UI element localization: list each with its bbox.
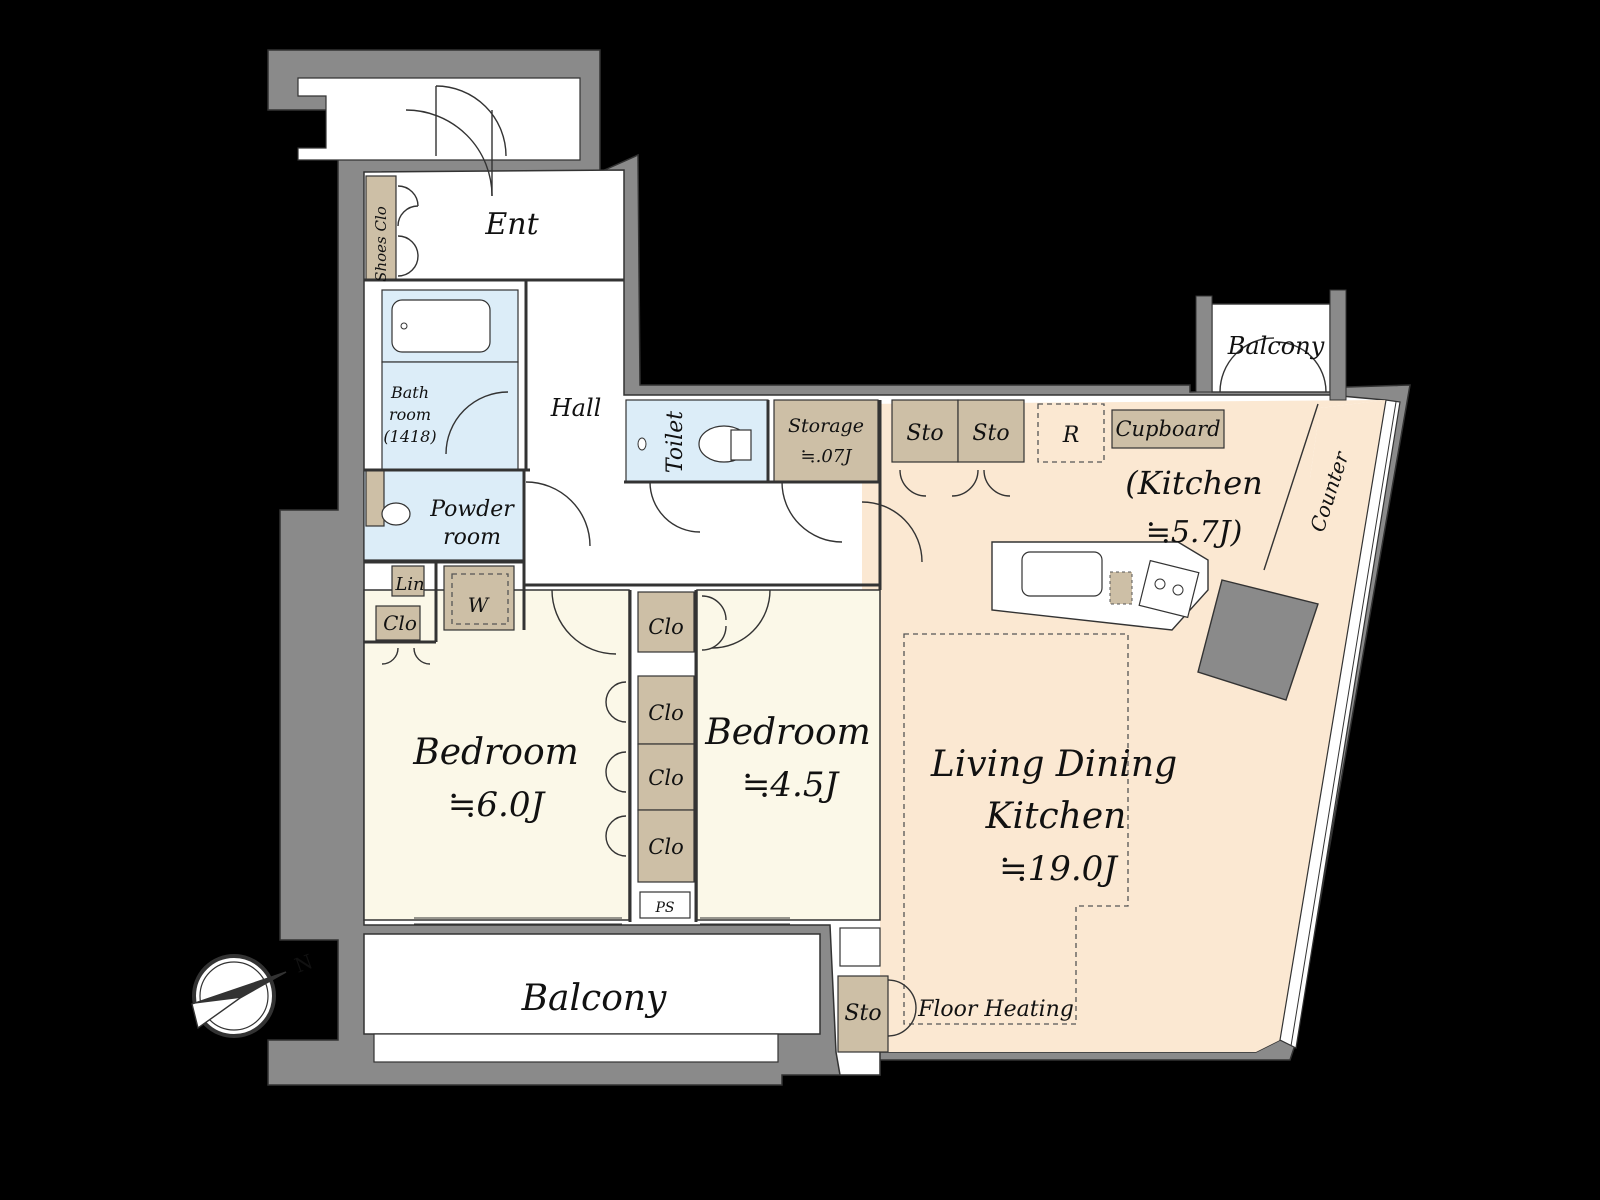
label-lin: Lin	[394, 574, 424, 595]
cooktop	[1138, 559, 1200, 619]
kitchen-sink	[1021, 551, 1103, 597]
label-storage-1: Storage	[788, 415, 864, 437]
label-ldk-2: Kitchen	[985, 796, 1127, 837]
burner-icon	[1154, 578, 1166, 590]
floor-heating-zone	[903, 633, 1129, 1025]
balcony-ledge	[373, 1033, 779, 1063]
label-ldk-3: ≒19.0J	[999, 849, 1119, 889]
label-ldk-1: Living Dining	[930, 744, 1177, 785]
structural-pillar	[1197, 579, 1319, 701]
entry-porch	[297, 77, 581, 161]
label-balcony-small: Balcony	[1227, 332, 1325, 360]
label-floor-heating: Floor Heating	[917, 997, 1074, 1022]
bathroom-floor	[381, 361, 519, 471]
label-powder-2: room	[443, 525, 501, 550]
label-sto-1: Sto	[906, 421, 943, 446]
counter-edge	[1263, 403, 1319, 571]
label-shoes-clo: Shoes Clo	[372, 206, 390, 282]
label-clo-3: Clo	[648, 701, 683, 725]
toilet-tank	[730, 429, 752, 461]
label-toilet: Toilet	[663, 411, 688, 473]
bedroom-2-floor	[696, 589, 881, 921]
powder-sink	[381, 502, 411, 526]
label-storage-2: ≒.07J	[801, 446, 854, 467]
label-cupboard: Cupboard	[1115, 417, 1220, 441]
bedroom-1-floor	[363, 589, 630, 921]
burner-icon	[1172, 584, 1184, 596]
compass-inner-ring	[199, 961, 269, 1031]
window-line	[1290, 401, 1397, 1047]
label-hall: Hall	[550, 394, 602, 422]
compass-needle-dark-icon	[192, 972, 286, 1004]
label-bedroom-2-size: ≒4.5J	[742, 765, 841, 805]
doors	[381, 85, 1327, 1037]
label-bedroom-2: Bedroom	[704, 712, 871, 753]
label-clo-2: Clo	[648, 615, 683, 639]
south-windows	[414, 917, 790, 925]
washer-space	[451, 573, 509, 625]
interior-walls	[364, 278, 882, 922]
label-clo-1: Clo	[383, 611, 417, 635]
small-balcony-wall	[1195, 295, 1213, 393]
label-kitchen-1: (Kitchen	[1125, 464, 1263, 502]
label-bath-3: (1418)	[383, 427, 436, 446]
fridge-space	[1037, 403, 1105, 463]
storage-boxes	[365, 175, 1225, 1053]
ac-unit-space	[839, 927, 881, 967]
toilet-sink	[637, 437, 647, 451]
label-ps: PS	[654, 900, 674, 916]
label-sto-3: Sto	[844, 1001, 881, 1026]
label-w: W	[468, 593, 490, 617]
bathtub	[391, 299, 491, 353]
ps-box	[639, 891, 691, 919]
label-bedroom-1-size: ≒6.0J	[448, 785, 547, 825]
label-sto-2: Sto	[972, 421, 1009, 446]
label-bedroom-1: Bedroom	[412, 732, 579, 773]
label-ent: Ent	[484, 207, 539, 242]
label-clo-5: Clo	[648, 835, 683, 859]
label-clo-4: Clo	[648, 766, 683, 790]
dishwasher	[1109, 571, 1133, 605]
main-balcony	[363, 933, 821, 1035]
bathtub-drain	[400, 322, 408, 330]
label-powder-1: Powder	[429, 497, 515, 522]
small-balcony-wall	[1329, 289, 1347, 401]
label-balcony-main: Balcony	[521, 978, 667, 1019]
label-kitchen-2: ≒5.7J)	[1146, 515, 1243, 550]
label-bath-2: room	[389, 405, 431, 424]
label-fridge: R	[1062, 423, 1080, 448]
label-bath-1: Bath	[390, 383, 429, 402]
